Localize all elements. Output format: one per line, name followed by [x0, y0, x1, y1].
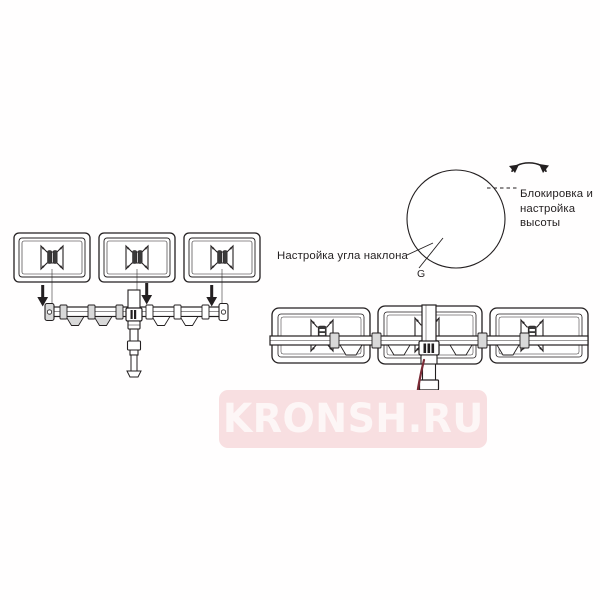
- down-arrow-right: [206, 285, 218, 307]
- tilt-adjustment-label: Настройка угла наклона: [277, 250, 408, 262]
- down-arrow-left: [37, 285, 49, 307]
- magnified-detail-circle: [406, 169, 506, 269]
- exploded-monitor-1: [13, 232, 91, 305]
- tilt-label-leader: [406, 237, 444, 269]
- vesa-plate-1: [40, 244, 64, 271]
- rotation-arrow-icon: [509, 162, 549, 173]
- callout-letter-g: G: [417, 268, 426, 280]
- bar-end-caps: [44, 302, 229, 322]
- exploded-center-post: [125, 289, 143, 378]
- assembly-direction-arrows: [37, 283, 218, 307]
- assembled-front-view: [269, 304, 589, 425]
- watermark-badge: KRONSH.RU: [219, 390, 487, 448]
- down-arrow-center: [141, 283, 153, 305]
- vesa-plate-3: [210, 244, 234, 271]
- bar-collars: [59, 304, 210, 320]
- lock-height-adjustment-label: Блокировка и настройка высоты: [520, 188, 593, 230]
- bar-clamps: [65, 316, 199, 326]
- watermark-text: KRONSH.RU: [222, 396, 484, 442]
- exploded-assembly-view: [13, 232, 261, 378]
- exploded-monitor-3: [183, 232, 261, 303]
- exploded-monitor-2: [98, 232, 176, 291]
- vesa-plate-2: [125, 244, 149, 271]
